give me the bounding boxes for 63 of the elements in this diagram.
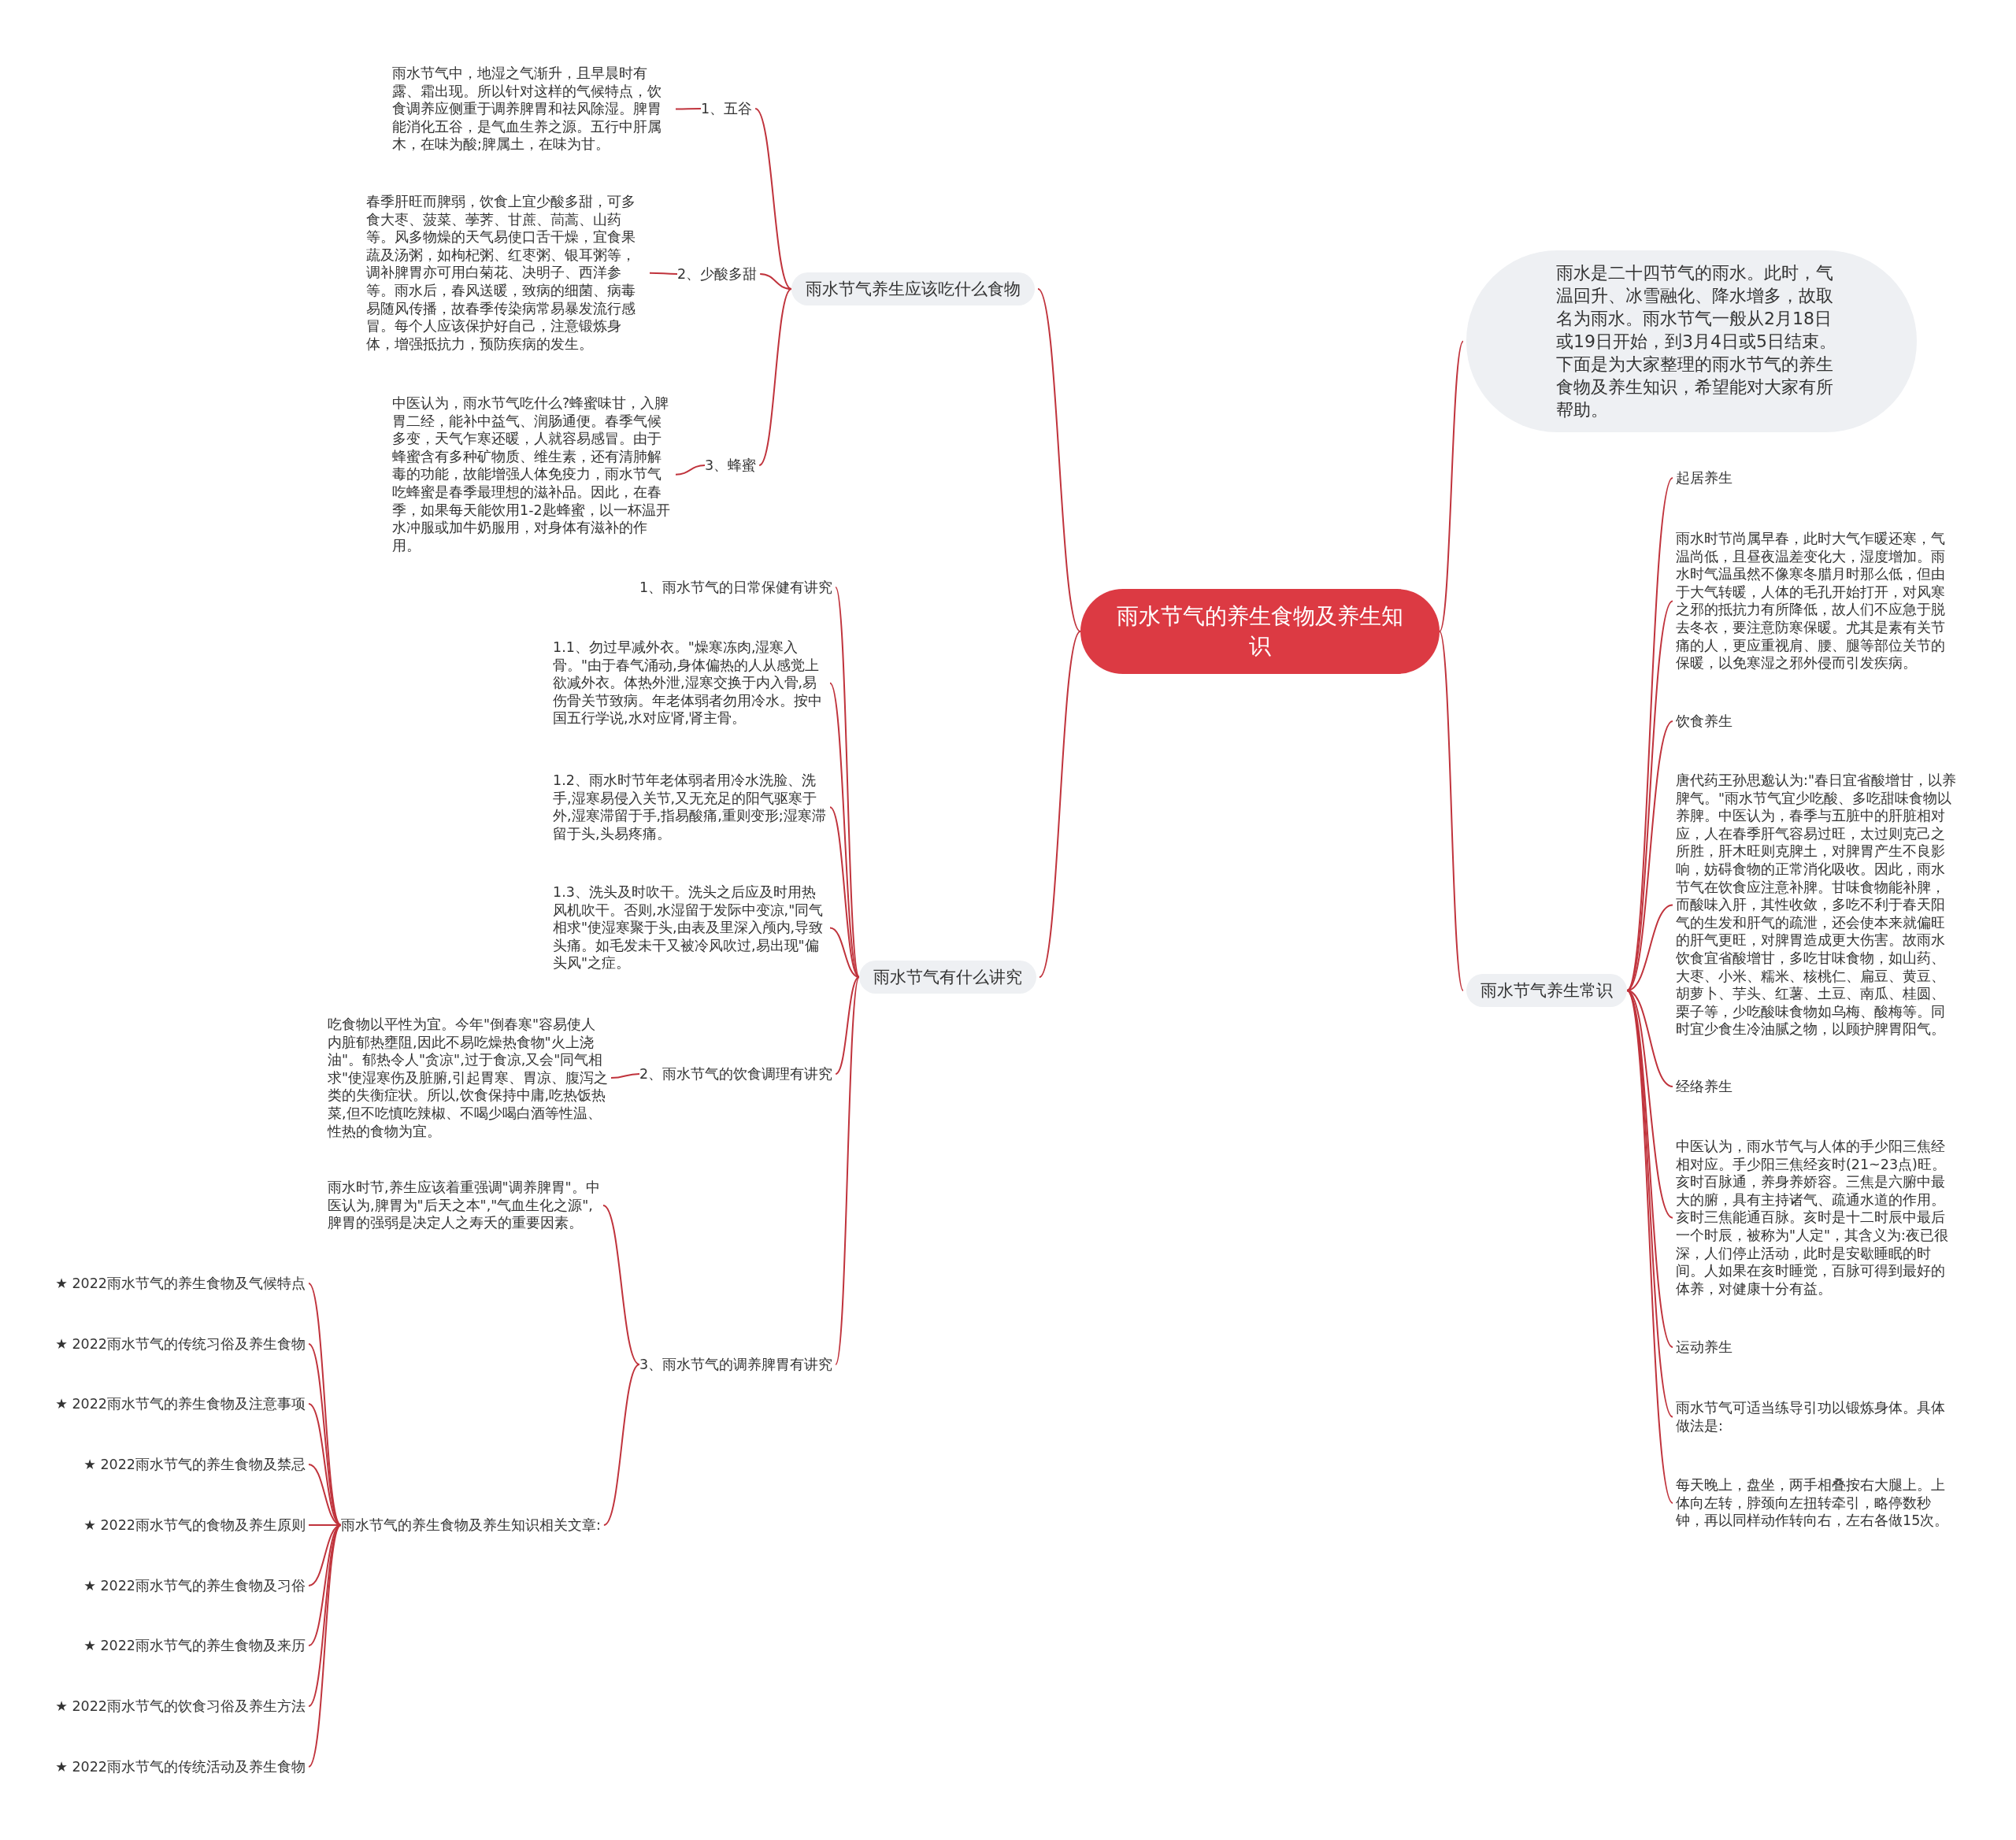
central-topic: 雨水节气的养生食物及养生知识 bbox=[1080, 589, 1440, 674]
article-link-text: ★ 2022雨水节气的饮食习俗及养生方法 bbox=[32, 1697, 306, 1716]
subtopic-label: 3、蜂蜜 bbox=[705, 456, 757, 475]
note-text: 中医认为，雨水节气与人体的手少阳三焦经相对应。手少阳三焦经亥时(21~23点)旺。亥时百脉通，养身养娇容。三焦是六腑中最大的腑，具有主持诸气、疏通水道的作用。亥时三焦能通百脉。亥时是十二时辰中最后一个时辰，被称为"人定"，其含义为:夜已很深，人们停止活动，此时是安歇睡眠的时间。人如果在亥时睡觉，百脉可得到最好的体养，对健康十分有益。 bbox=[1676, 1138, 1956, 1298]
connector-line bbox=[1037, 288, 1081, 632]
subtopic-label: 经络养生 bbox=[1676, 1077, 1732, 1096]
subtopic-label: 运动养生 bbox=[1676, 1338, 1732, 1357]
note-text: 1.2、雨水时节年老体弱者用冷水洗脸、洗手,湿寒易侵入关节,又无充足的阳气驱寒于外,湿寒滞留于手,指易酸痛,重则变形;湿寒滞留于头,头易疼痛。 bbox=[553, 772, 827, 843]
connector-line bbox=[675, 108, 702, 110]
article-link-text: ★ 2022雨水节气的养生食物及来历 bbox=[32, 1636, 306, 1655]
article-link-text: ★ 2022雨水节气的养生食物及禁忌 bbox=[32, 1455, 306, 1474]
subtopic-label: 1、五谷 bbox=[701, 99, 753, 118]
subtopic-label: 2、少酸多甜 bbox=[677, 265, 758, 283]
connector-line bbox=[675, 465, 706, 476]
article-link-text: ★ 2022雨水节气的食物及养生原则 bbox=[32, 1516, 306, 1535]
connector-line bbox=[1626, 600, 1673, 991]
branch-topic: 雨水节气养生常识 bbox=[1466, 974, 1627, 1007]
connector-line bbox=[754, 108, 792, 290]
note-text: 雨水节气可适当练导引功以锻炼身体。具体做法是: bbox=[1676, 1399, 1956, 1435]
note-text: 中医认为，雨水节气吃什么?蜂蜜味甘，入脾胃二经，能补中益气、润肠通便。春季气候多变，天气乍寒还暖，人就容易感冒。由于蜂蜜含有多种矿物质、维生素，还有清肺解毒的功能，故能增强人体免疫力，雨水节气吃蜂蜜是春季最理想的滋补品。因此，在春季，如果每天能饮用1-2匙蜂蜜，以一杯温开水冲服或加牛奶服用，对身体有滋补的作用。 bbox=[392, 394, 673, 555]
connector-line bbox=[835, 976, 860, 1075]
note-text: 雨水节气中，地湿之气渐升，且早晨时有露、霜出现。所以针对这样的气候特点，饮食调养应侧重于调养脾胃和祛风除湿。脾胃能消化五谷，是气血生养之源。五行中肝属木，在味为酸;脾属土，在味为甘。 bbox=[392, 65, 673, 154]
branch-topic: 雨水节气有什么讲究 bbox=[859, 961, 1036, 994]
connector-line bbox=[602, 1204, 640, 1365]
connector-line bbox=[649, 272, 678, 275]
connector-line bbox=[1439, 340, 1464, 632]
connector-line bbox=[829, 806, 860, 978]
article-link-text: ★ 2022雨水节气的养生食物及习俗 bbox=[32, 1576, 306, 1595]
connector-line bbox=[1439, 631, 1464, 991]
subtopic-label: 1、雨水节气的日常保健有讲究 bbox=[639, 578, 833, 597]
note-text: 吃食物以平性为宜。今年"倒春寒"容易使人内脏郁热壅阻,因此不易吃燥热食物"火上浇油"。郁热令人"贪凉",过于食凉,又会"同气相求"使湿寒伤及脏腑,引起胃寒、胃凉、腹泻之类的失衡症状。所以,饮食保持中庸,吃热饭热菜,但不吃慎吃辣椒、不喝少喝白酒等性温、性热的食物为宜。 bbox=[328, 1016, 608, 1141]
article-link-text: ★ 2022雨水节气的传统活动及养生食物 bbox=[32, 1757, 306, 1776]
connector-line bbox=[1039, 631, 1081, 978]
connector-line bbox=[835, 587, 860, 978]
subtopic-label: 起居养生 bbox=[1676, 468, 1732, 487]
note-text: 每天晚上，盘坐，两手相叠按右大腿上。上体向左转，脖颈向左扭转牵引，略停数秒钟，再以同样动作转向右，左右各做15次。 bbox=[1676, 1476, 1956, 1530]
subtopic-label: 饮食养生 bbox=[1676, 712, 1732, 731]
subtopic-label: 2、雨水节气的饮食调理有讲究 bbox=[639, 1064, 833, 1083]
connector-line bbox=[1626, 990, 1673, 1504]
note-text: 春季肝旺而脾弱，饮食上宜少酸多甜，可多食大枣、菠菜、荸荠、甘蔗、茼蒿、山药等。风多物燥的天气易使口舌干燥，宜食果蔬及汤粥，如枸杞粥、红枣粥、银耳粥等，调补脾胃亦可用白菊花、决明子、西洋参等。雨水后，春风送暖，致病的细菌、病毒易随风传播，故春季传染病常易暴发流行感冒。每个人应该保护好自己，注意锻炼身体，增强抵抗力，预防疾病的发生。 bbox=[366, 193, 647, 354]
note-text: 雨水时节尚属早春，此时大气乍暖还寒，气温尚低，且昼夜温差变化大，湿度增加。雨水时气温虽然不像寒冬腊月时那么低，但由于大气转暖，人体的毛孔开始打开，对风寒之邪的抵抗力有所降低，故人们不应急于脱去冬衣，要注意防寒保暖。尤其是素有关节痛的人，更应重视肩、腰、腿等部位关节的保暖，以免寒湿之邪外侵而引发疾病。 bbox=[1676, 530, 1956, 672]
connector-line bbox=[1626, 720, 1673, 991]
note-text: 1.3、洗头及时吹干。洗头之后应及时用热风机吹干。否则,水湿留于发际中变凉,"同气相求"使湿寒聚于头,由表及里深入颅内,导致头痛。如毛发未干又被冷风吹过,易出现"偏头风"之症。 bbox=[553, 883, 827, 972]
connector-line bbox=[610, 1073, 640, 1079]
connector-line bbox=[602, 1364, 640, 1526]
article-link-text: ★ 2022雨水节气的养生食物及气候特点 bbox=[32, 1274, 306, 1293]
connector-line bbox=[829, 927, 860, 978]
connector-line bbox=[308, 1524, 342, 1707]
connector-line bbox=[308, 1524, 342, 1768]
note-text: 雨水时节,养生应该着重强调"调养脾胃"。中医认为,脾胃为"后天之本","气血生化之源",脾胃的强弱是决定人之寿夭的重要因素。 bbox=[328, 1179, 600, 1232]
intro-bubble: 雨水是二十四节气的雨水。此时，气温回升、冰雪融化、降水增多，故取名为雨水。雨水节气一般从2月18日或19日开始，到3月4日或5日结束。下面是为大家整理的雨水节气的养生食物及养生知识，希望能对大家有所帮助。 bbox=[1466, 250, 1917, 432]
article-link-text: ★ 2022雨水节气的传统习俗及养生食物 bbox=[32, 1335, 306, 1353]
subtopic-label: 3、雨水节气的调养脾胃有讲究 bbox=[639, 1355, 833, 1374]
connector-line bbox=[308, 1343, 342, 1526]
connector-line bbox=[835, 976, 860, 1365]
connector-line bbox=[759, 273, 792, 290]
article-link-text: ★ 2022雨水节气的养生食物及注意事项 bbox=[32, 1394, 306, 1413]
note-text: 唐代药王孙思邈认为:"春日宜省酸增甘，以养脾气。"雨水节气宜少吃酸、多吃甜味食物以养脾。中医认为，春季与五脏中的肝脏相对应，人在春季肝气容易过旺，太过则克己之所胜，肝木旺则克脾土，对脾胃产生不良影响，妨碍食物的正常消化吸收。因此，雨水节气在饮食应注意补脾。甘味食物能补脾，而酸味入肝，其性收敛，多吃不利于春天阳气的生发和肝气的疏泄，还会使本来就偏旺的肝气更旺，对脾胃造成更大伤害。故雨水饮食宜省酸增甘，多吃甘味食物，如山药、大枣、小米、糯米、核桃仁、扁豆、黄豆、胡萝卜、芋头、红薯、土豆、南瓜、桂圆、栗子等，少吃酸味食物如乌梅、酸梅等。同时宜少食生冷油腻之物，以顾护脾胃阳气。 bbox=[1676, 772, 1956, 1038]
connector-line bbox=[758, 288, 792, 466]
branch-topic: 雨水节气养生应该吃什么食物 bbox=[791, 272, 1035, 305]
connector-line bbox=[308, 1464, 342, 1526]
subtopic-label: 雨水节气的养生食物及养生知识相关文章: bbox=[341, 1516, 601, 1535]
note-text: 1.1、勿过早减外衣。"燥寒冻肉,湿寒入骨。"由于春气涌动,身体偏热的人从感觉上欲减外衣。体热外泄,湿寒交换于内入骨,易伤骨关节致病。年老体弱者勿用冷水。按中国五行学说,水对应肾,肾主骨。 bbox=[553, 639, 827, 727]
